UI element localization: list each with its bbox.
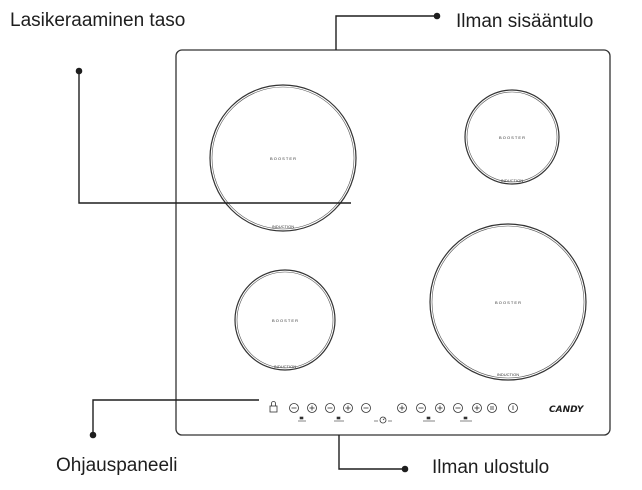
zone4-minus-button[interactable] xyxy=(453,403,463,413)
timer-icon xyxy=(379,416,387,424)
zone-booster-text: B O O S T E R xyxy=(499,135,525,140)
glass-surface-label: Lasikeraaminen taso xyxy=(10,10,186,31)
leader-lines xyxy=(75,12,441,473)
zone2-plus-button[interactable] xyxy=(343,403,353,413)
cooking-zone-bottom-right: B O O S T E R INDUCTION xyxy=(429,223,587,381)
zone3-minus-button[interactable] xyxy=(416,403,426,413)
zone-induction-text: INDUCTION xyxy=(272,224,294,229)
timer-minus-button[interactable] xyxy=(361,403,371,413)
zone1-plus-button[interactable] xyxy=(307,403,317,413)
control-panel-leader xyxy=(92,399,259,435)
zone-booster-text: B O O S T E R xyxy=(270,156,296,161)
power-button[interactable] xyxy=(508,403,518,413)
zone-induction-text: INDUCTION xyxy=(497,372,519,377)
zone-induction-text: INDUCTION xyxy=(501,178,523,183)
cooking-zone-top-right: B O O S T E R INDUCTION xyxy=(464,89,560,185)
air-outlet-leader xyxy=(338,435,405,470)
air-inlet-label: Ilman sisääntulo xyxy=(456,11,594,32)
hob-outline xyxy=(175,49,611,436)
timer-plus-button[interactable] xyxy=(397,403,407,413)
cooking-zone-bottom-left: B O O S T E R INDUCTION xyxy=(234,269,336,371)
air-inlet-leader xyxy=(335,15,437,50)
cooking-zone-top-left: B O O S T E R INDUCTION xyxy=(209,84,357,232)
pause-button[interactable] xyxy=(487,403,497,413)
zone-indicator-marks xyxy=(298,416,472,422)
control-panel-label: Ohjauspaneeli xyxy=(56,455,178,476)
brand-logo: CANDY xyxy=(549,405,585,415)
control-panel xyxy=(269,401,518,424)
zone-booster-text: B O O S T E R xyxy=(495,300,521,305)
zone1-minus-button[interactable] xyxy=(289,403,299,413)
zone-booster-text: B O O S T E R xyxy=(272,318,298,323)
glass-surface-leader xyxy=(78,71,351,204)
zone4-plus-button[interactable] xyxy=(472,403,482,413)
lock-icon[interactable] xyxy=(269,401,278,413)
zone-induction-text: INDUCTION xyxy=(274,364,296,369)
air-outlet-label: Ilman ulostulo xyxy=(432,457,550,478)
zone2-minus-button[interactable] xyxy=(325,403,335,413)
zone3-plus-button[interactable] xyxy=(435,403,445,413)
